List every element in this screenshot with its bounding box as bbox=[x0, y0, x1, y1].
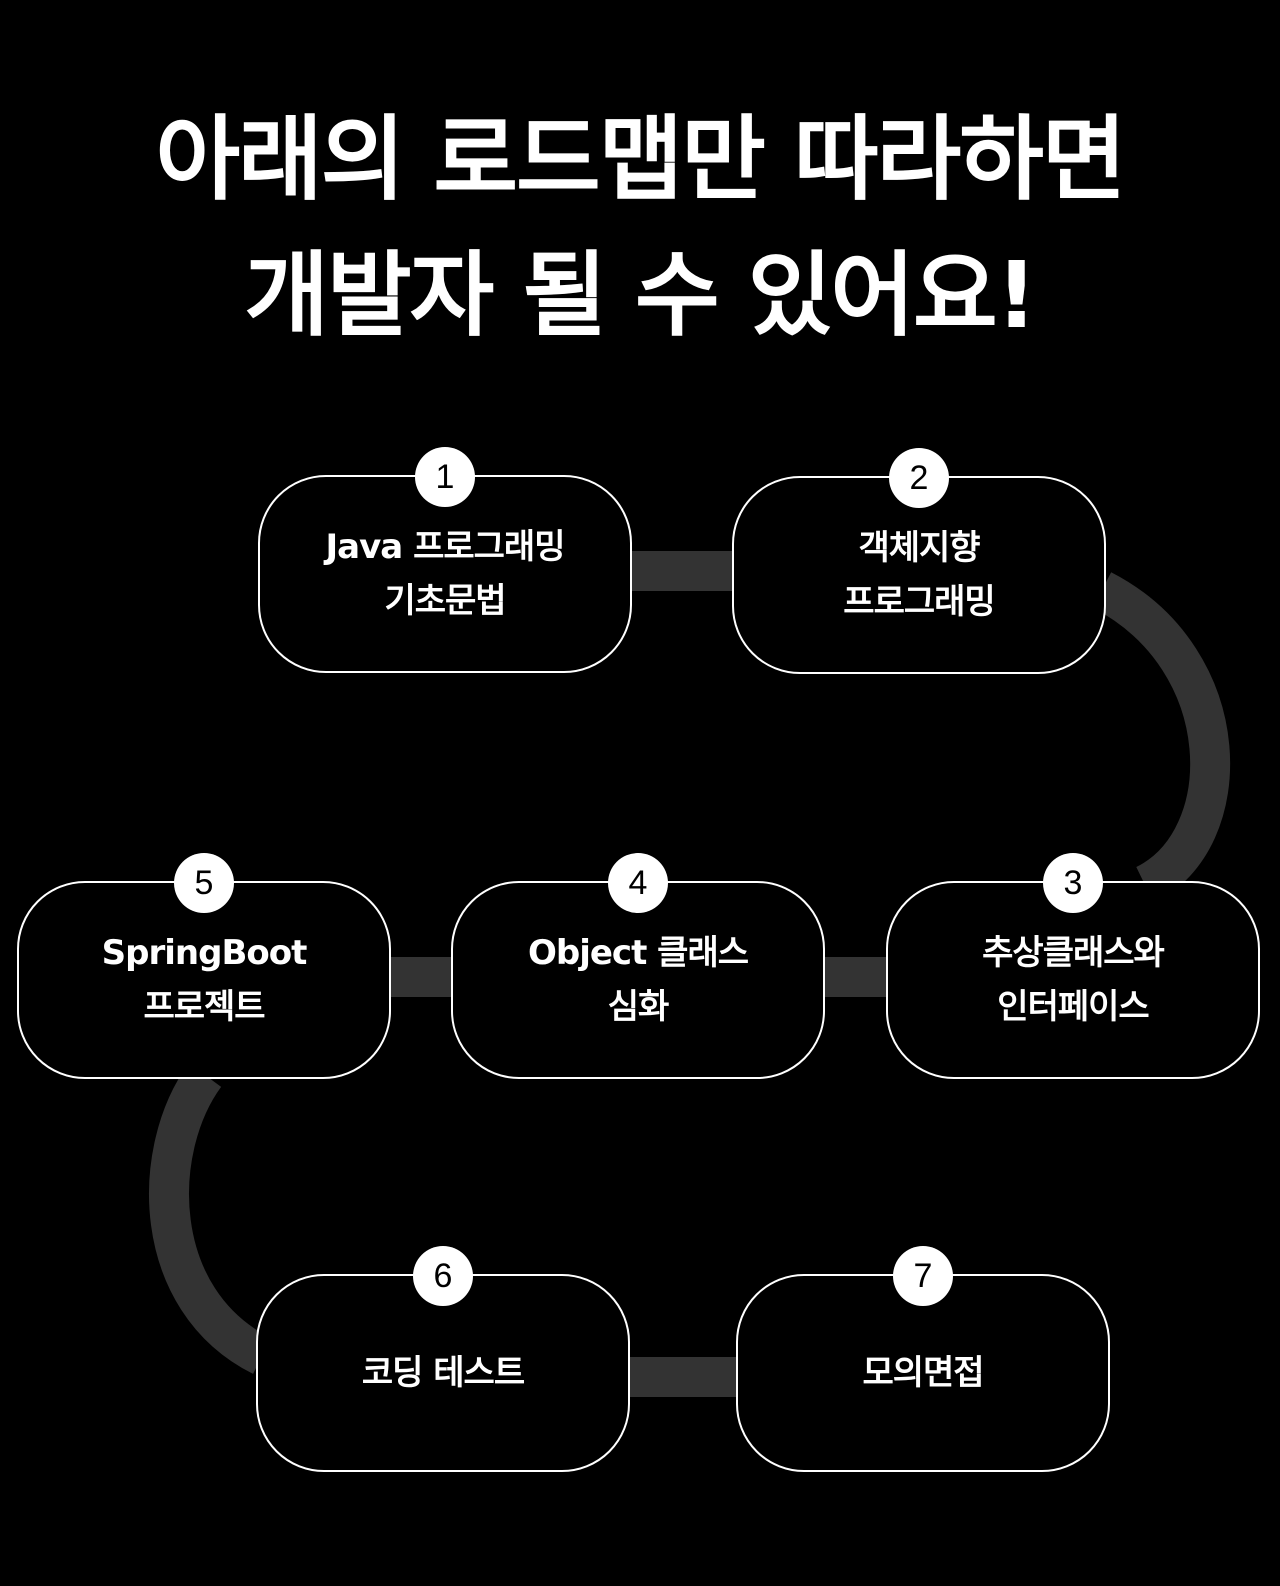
connector-2-3 bbox=[1092, 572, 1230, 903]
step-title-line-1: 추상클래스와 bbox=[982, 933, 1165, 973]
headline-line-2: 개발자 될 수 있어요! bbox=[244, 242, 1037, 349]
connector-4-3 bbox=[814, 957, 890, 997]
step-title-line-2: 기초문법 bbox=[384, 581, 506, 621]
roadmap-step-6: 6 코딩 테스트 bbox=[256, 1246, 630, 1472]
headline-line-1: 아래의 로드맵만 따라하면 bbox=[155, 106, 1126, 213]
step-number-badge: 5 bbox=[174, 853, 234, 913]
step-title-line-1: SpringBoot bbox=[101, 933, 308, 973]
step-title-line-2: 심화 bbox=[607, 987, 670, 1027]
roadmap-step-5: 5 SpringBoot 프로젝트 bbox=[17, 853, 391, 1079]
step-title-line-1: Object 클래스 bbox=[527, 933, 749, 973]
connector-5-4 bbox=[386, 957, 452, 997]
step-title-line-1: 코딩 테스트 bbox=[361, 1353, 525, 1393]
step-title-line-2: 인터페이스 bbox=[997, 987, 1149, 1027]
step-number-badge: 4 bbox=[608, 853, 668, 913]
step-number-badge: 2 bbox=[889, 448, 949, 508]
connector-6-7 bbox=[622, 1357, 738, 1397]
step-title-line-1: 객체지향 bbox=[858, 528, 980, 568]
step-number-badge: 1 bbox=[415, 447, 475, 507]
roadmap-step-3: 3 추상클래스와 인터페이스 bbox=[886, 853, 1260, 1079]
roadmap-step-4: 4 Object 클래스 심화 bbox=[451, 853, 825, 1079]
connector-1-2 bbox=[620, 551, 736, 591]
roadmap-headline: 아래의 로드맵만 따라하면 개발자 될 수 있어요! bbox=[0, 92, 1280, 364]
roadmap-step-7: 7 모의면접 bbox=[736, 1246, 1110, 1472]
step-number-badge: 6 bbox=[413, 1246, 473, 1306]
connector-5-6 bbox=[149, 1063, 272, 1374]
step-title-line-2: 프로그래밍 bbox=[843, 582, 995, 622]
step-title-line-2: 프로젝트 bbox=[143, 987, 265, 1027]
step-title-line-1: Java 프로그래밍 bbox=[325, 527, 566, 567]
roadmap-step-1: 1 Java 프로그래밍 기초문법 bbox=[258, 447, 632, 673]
step-number-badge: 3 bbox=[1043, 853, 1103, 913]
step-title-line-1: 모의면접 bbox=[862, 1353, 984, 1393]
roadmap-step-2: 2 객체지향 프로그래밍 bbox=[732, 448, 1106, 674]
step-number-badge: 7 bbox=[893, 1246, 953, 1306]
